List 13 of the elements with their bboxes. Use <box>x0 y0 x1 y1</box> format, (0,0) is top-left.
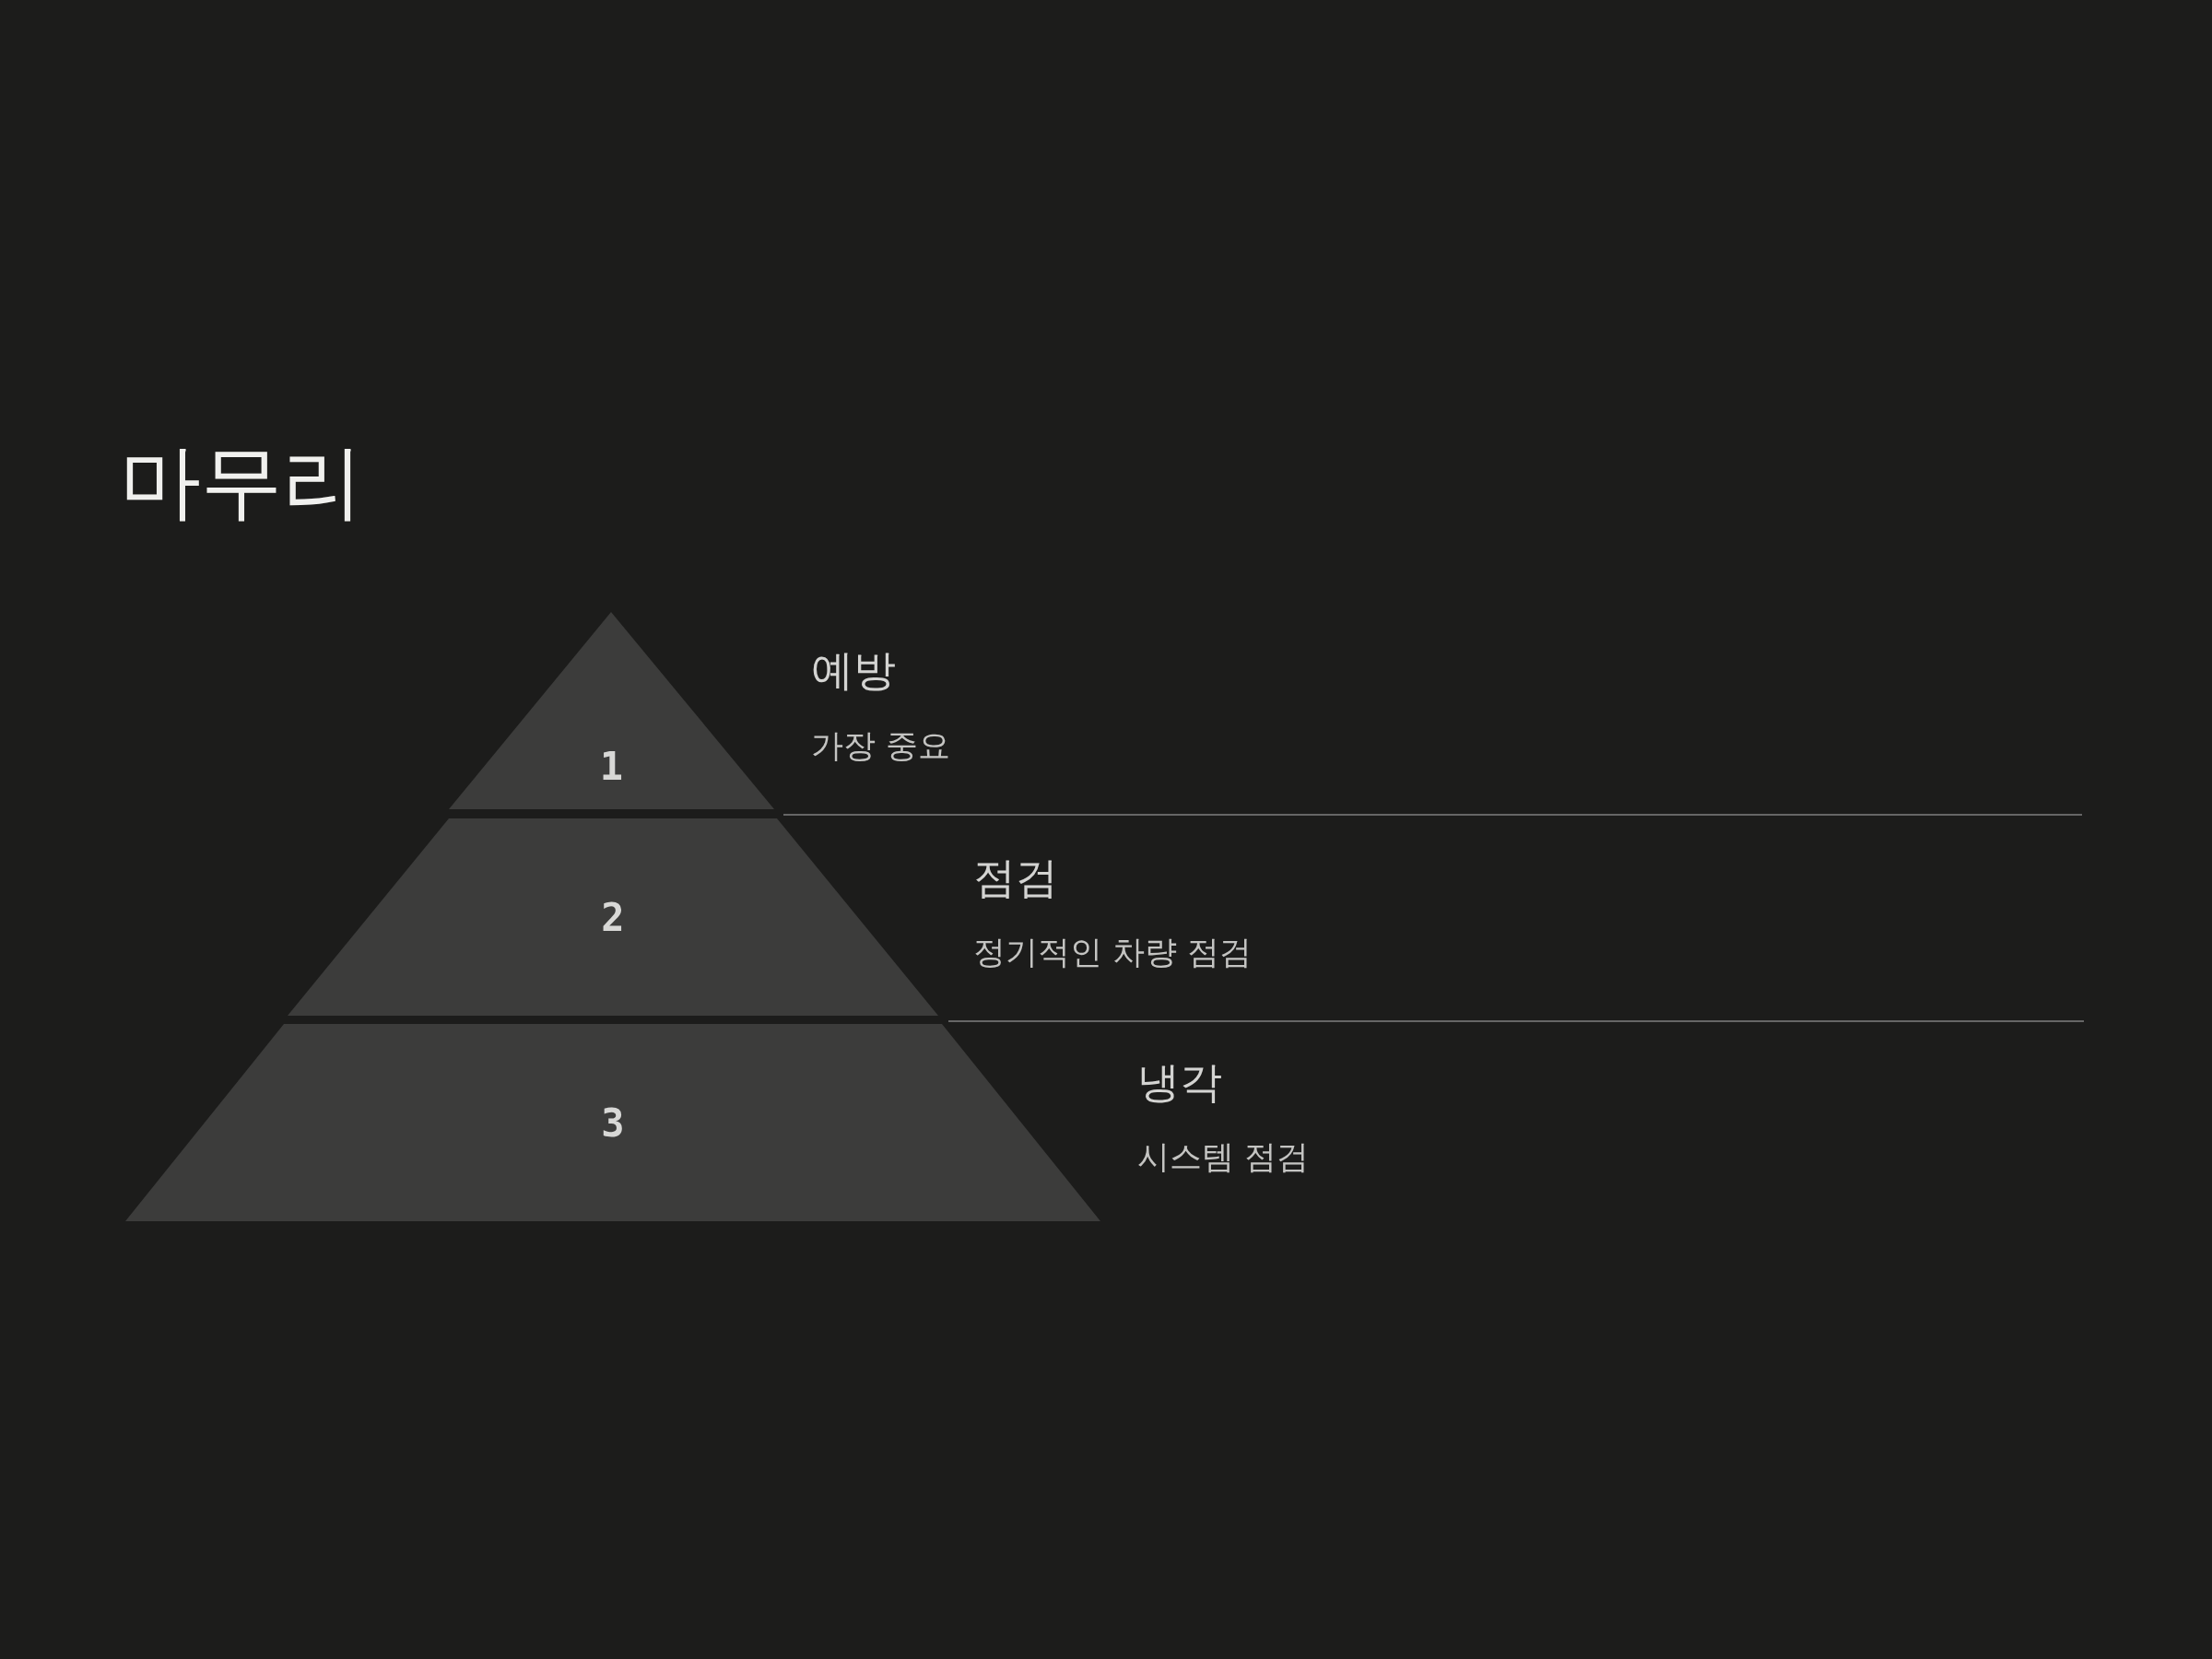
tier-heading: 냉각 <box>1137 1057 1222 1109</box>
tier-heading: 예방 <box>811 645 896 697</box>
tier-heading: 점검 <box>973 853 1058 904</box>
slide-title: 마무리 <box>120 433 363 531</box>
tier-description: 시스템 점검 <box>1137 1137 1310 1176</box>
pyramid-tier <box>449 612 774 809</box>
pyramid-tier <box>288 818 938 1016</box>
tier-description: 가장 중요 <box>811 726 951 765</box>
pyramid-tier <box>125 1024 1100 1221</box>
tier-number: 1 <box>599 743 624 789</box>
tier-description: 정기적인 차량 점검 <box>973 933 1253 971</box>
tier-number: 2 <box>601 894 625 940</box>
tier-number: 3 <box>601 1100 625 1146</box>
